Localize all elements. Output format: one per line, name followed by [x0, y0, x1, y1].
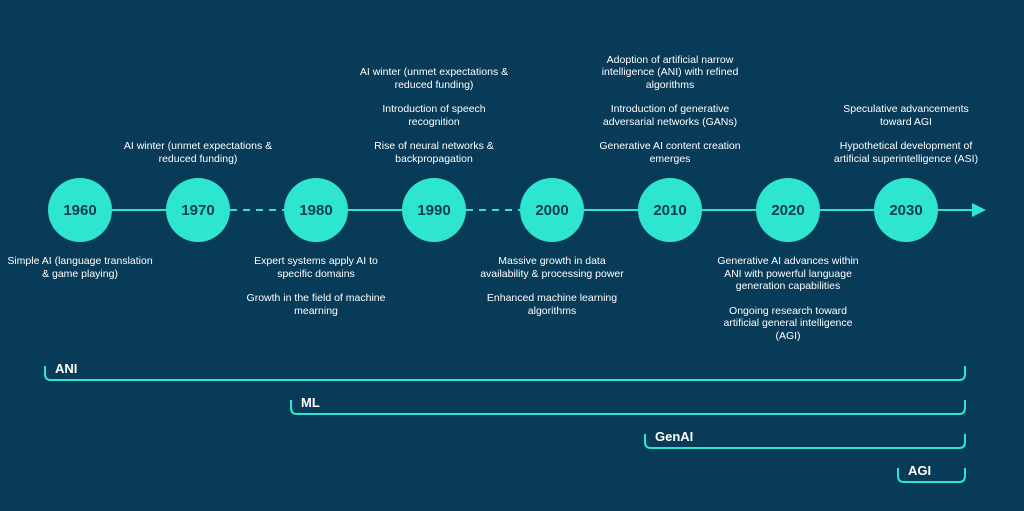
event-text: Expert systems apply AI to specific doma… — [254, 255, 378, 280]
year-node-1990: 1990 — [402, 178, 466, 242]
events-below-2020: Generative AI advances within ANI with p… — [713, 255, 863, 342]
event-text: Introduction of generative adversarial n… — [602, 103, 738, 128]
era-label-ml: ML — [301, 395, 320, 410]
era-bracket-ani — [44, 366, 966, 381]
events-above-1990: AI winter (unmet expectations & reduced … — [359, 66, 509, 165]
event-text: Generative AI advances within ANI with p… — [717, 255, 859, 292]
event-text: Speculative advancements toward AGI — [843, 103, 969, 128]
event-text: Generative AI content creation emerges — [599, 140, 741, 165]
event-text: Rise of neural networks & backpropagatio… — [374, 140, 494, 165]
event-text: Ongoing research toward artificial gener… — [723, 304, 853, 342]
year-node-2010: 2010 — [638, 178, 702, 242]
year-node-2030: 2030 — [874, 178, 938, 242]
events-below-2000: Massive growth in data availability & pr… — [477, 255, 627, 317]
year-node-1970: 1970 — [166, 178, 230, 242]
event-text: Simple AI (language translation & game p… — [7, 255, 153, 280]
event-text: AI winter (unmet expectations & reduced … — [123, 140, 273, 165]
events-above-1970: AI winter (unmet expectations & reduced … — [123, 140, 273, 165]
event-text: Hypothetical development of artificial s… — [833, 140, 979, 165]
events-below-1980: Expert systems apply AI to specific doma… — [241, 255, 391, 317]
events-below-1960: Simple AI (language translation & game p… — [5, 255, 155, 280]
era-bracket-ml — [290, 400, 966, 415]
events-above-2010: Adoption of artificial narrow intelligen… — [595, 54, 745, 166]
event-text: AI winter (unmet expectations & reduced … — [359, 66, 509, 91]
era-label-agi: AGI — [908, 463, 932, 478]
event-text: Massive growth in data availability & pr… — [480, 255, 624, 280]
era-label-ani: ANI — [55, 361, 78, 376]
event-text: Introduction of speech recognition — [382, 103, 486, 128]
era-bracket-genai — [644, 434, 966, 449]
event-text: Adoption of artificial narrow intelligen… — [601, 53, 739, 91]
year-node-1980: 1980 — [284, 178, 348, 242]
year-node-1960: 1960 — [48, 178, 112, 242]
year-node-2000: 2000 — [520, 178, 584, 242]
event-text: Enhanced machine learning algorithms — [486, 292, 618, 317]
timeline-arrow-head — [972, 203, 986, 217]
events-above-2030: Speculative advancements toward AGI Hypot… — [831, 103, 981, 165]
era-bracket-agi — [897, 468, 966, 483]
era-label-genai: GenAI — [655, 429, 694, 444]
event-text: Growth in the field of machine mearning — [246, 292, 386, 317]
year-node-2020: 2020 — [756, 178, 820, 242]
